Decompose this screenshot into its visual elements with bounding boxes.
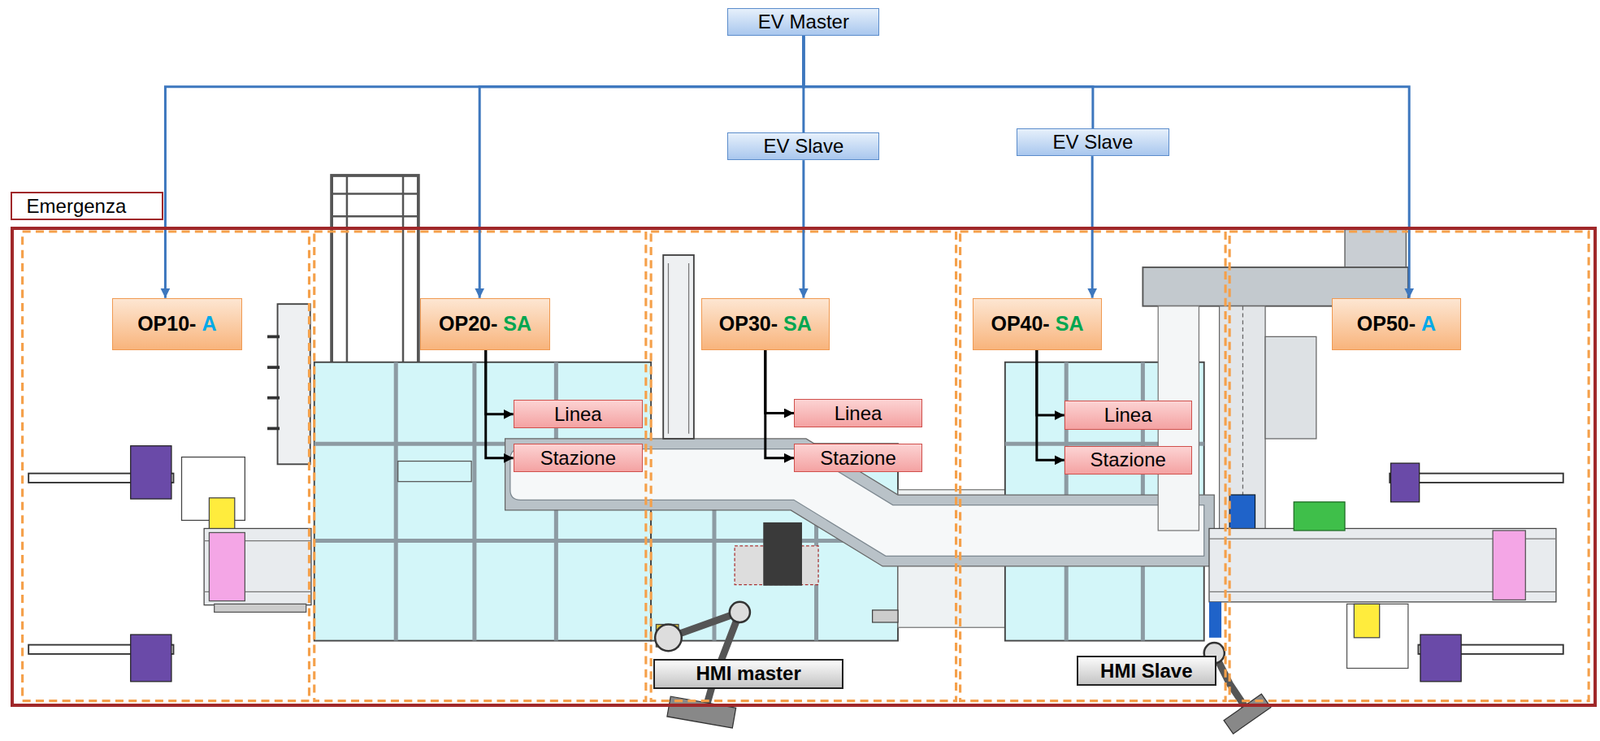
- connector: [765, 350, 794, 459]
- emergency-zone: EmergenzaOP10-AOP20-SALineaStazioneOP30-…: [10, 226, 1598, 707]
- box-label: Linea: [834, 402, 883, 425]
- panel-device: [267, 336, 280, 429]
- hmi-box: HMI master: [653, 659, 845, 689]
- box-label: Stazione: [540, 446, 616, 470]
- ev-slave-box: EV Slave: [727, 132, 880, 161]
- mode-box: Stazione: [513, 443, 643, 473]
- control-panel: [277, 303, 311, 464]
- ev-slave-box: EV Slave: [1016, 128, 1170, 157]
- station-zone: [650, 231, 956, 702]
- box-label: EV Slave: [763, 134, 845, 158]
- cabinet: [1347, 603, 1409, 668]
- conveyor: [203, 528, 312, 605]
- motor: [1293, 502, 1345, 531]
- control-panel: [663, 255, 694, 439]
- blue-device: [1209, 602, 1222, 638]
- operation-name: OP40-: [990, 312, 1050, 336]
- operation-box: OP10-A: [112, 298, 242, 351]
- belt-wall: [505, 438, 1215, 567]
- operation-box: OP30-SA: [701, 298, 830, 351]
- ladder: [331, 175, 419, 365]
- connector: [765, 350, 794, 414]
- mode-box: Stazione: [1064, 446, 1193, 475]
- push-button-box: [872, 610, 898, 623]
- operation-mode: A: [201, 312, 217, 336]
- conveyor: [1209, 528, 1557, 602]
- gripper-block: [130, 634, 172, 682]
- pallet: [208, 532, 245, 601]
- yellow-part: [1353, 603, 1379, 638]
- connector-group: [164, 35, 1410, 460]
- operation-name: OP10-: [137, 312, 196, 336]
- illustration-group: [22, 175, 1589, 734]
- operation-box: OP40-SA: [972, 298, 1102, 351]
- connector: [803, 35, 1410, 299]
- box-label: HMI Slave: [1100, 659, 1193, 683]
- station-zone: [1229, 231, 1589, 702]
- connector: [1036, 350, 1065, 416]
- operation-mode: A: [1421, 312, 1436, 336]
- pallet: [1492, 530, 1526, 600]
- mode-box: Linea: [513, 399, 643, 429]
- station-zone: [960, 231, 1226, 702]
- panel-device: [667, 263, 689, 434]
- operation-name: OP30-: [719, 312, 778, 336]
- guard-window: [398, 461, 472, 482]
- box-label: HMI master: [695, 662, 801, 686]
- mode-box: Stazione: [793, 443, 923, 473]
- operation-mode: SA: [502, 312, 532, 336]
- yellow-part: [208, 498, 235, 531]
- gripper-block: [1391, 463, 1420, 503]
- box-label: EV Master: [758, 10, 850, 34]
- box-label: Linea: [554, 403, 603, 426]
- operation-mode: SA: [1055, 312, 1085, 336]
- station-zone: [22, 231, 310, 702]
- connector: [479, 35, 804, 299]
- operation-box: OP50-A: [1331, 298, 1462, 351]
- mode-box: Linea: [1064, 400, 1193, 430]
- connector: [164, 35, 803, 299]
- connector: [485, 350, 514, 415]
- conveyor-frame: [214, 603, 307, 612]
- connector: [1036, 350, 1065, 461]
- ev-master-box: EV Master: [727, 8, 880, 36]
- hmi-box: HMI Slave: [1076, 655, 1217, 686]
- box-label: Stazione: [1089, 448, 1166, 472]
- ladder-rung: [331, 175, 419, 365]
- gripper-block: [130, 446, 172, 499]
- mode-box: Linea: [793, 398, 923, 428]
- gripper-block: [1420, 634, 1462, 682]
- box-label: Linea: [1104, 403, 1153, 427]
- box-label: EV Slave: [1053, 130, 1134, 154]
- hood-box: [1344, 229, 1406, 269]
- operation-box: OP20-SA: [420, 298, 550, 351]
- operation-mode: SA: [783, 312, 812, 336]
- connector: [485, 350, 514, 459]
- zone-heading: Emergenza: [10, 191, 164, 221]
- connector: [803, 35, 1093, 129]
- operation-name: OP20-: [438, 312, 498, 336]
- station-zone: [314, 231, 647, 702]
- box-label: Stazione: [819, 446, 896, 470]
- robot-joint: [654, 624, 682, 651]
- robot-joint: [729, 602, 751, 623]
- station-unit: [763, 522, 803, 586]
- operation-name: OP50-: [1357, 312, 1416, 336]
- panel: [1265, 336, 1317, 439]
